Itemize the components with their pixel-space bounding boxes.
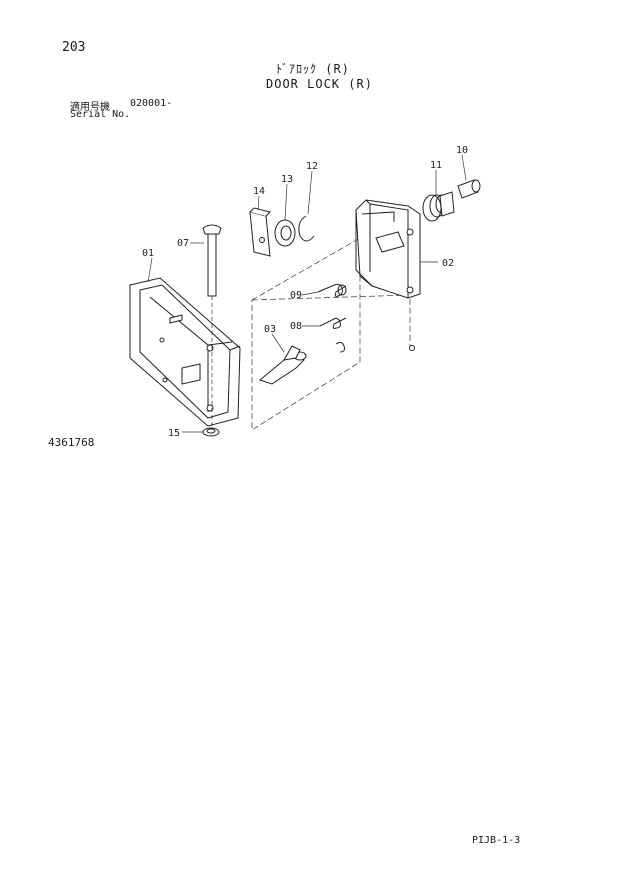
title-english: DOOR LOCK (R) [266,77,373,91]
part-13-ring [274,219,296,247]
callout-12: 12 [306,161,318,172]
callout-14: 14 [253,186,265,197]
part-02-bracket [355,199,421,351]
part-12-snap-ring [298,215,315,242]
callout-13: 13 [281,174,293,185]
callout-11: 11 [430,160,442,171]
part-09-spring [317,283,347,297]
serial-label-japanese: 適用号機 [70,102,110,113]
callout-09: 09 [290,290,302,301]
callout-10: 10 [456,145,468,156]
part-10-key [457,179,481,199]
part-03-lever [258,345,307,385]
title-japanese: ﾄﾞｱﾛｯｸ (R) [276,62,350,76]
callout-01: 01 [142,248,154,259]
part-14-plate [249,207,271,257]
part-07-bolt [202,224,222,428]
page-number: 203 [62,40,86,55]
callout-07: 07 [177,238,189,249]
serial-value: 020001- [130,98,173,109]
part-15-nut [202,427,220,437]
leader-lines [147,154,467,433]
drawing-number: 4361768 [48,436,95,449]
callout-02: 02 [442,258,454,269]
part-11-cylinder [422,191,455,222]
part-01-lock-housing [129,277,241,427]
callout-labels: 01 02 03 07 08 09 10 11 12 13 14 15 [142,145,468,439]
page-code: PIJB-1-3 [472,835,521,846]
part-08-spring [319,317,347,353]
serial-label-english: Serial No. [70,109,131,120]
callout-08: 08 [290,321,302,332]
callout-15: 15 [168,428,180,439]
callout-03: 03 [264,324,276,335]
